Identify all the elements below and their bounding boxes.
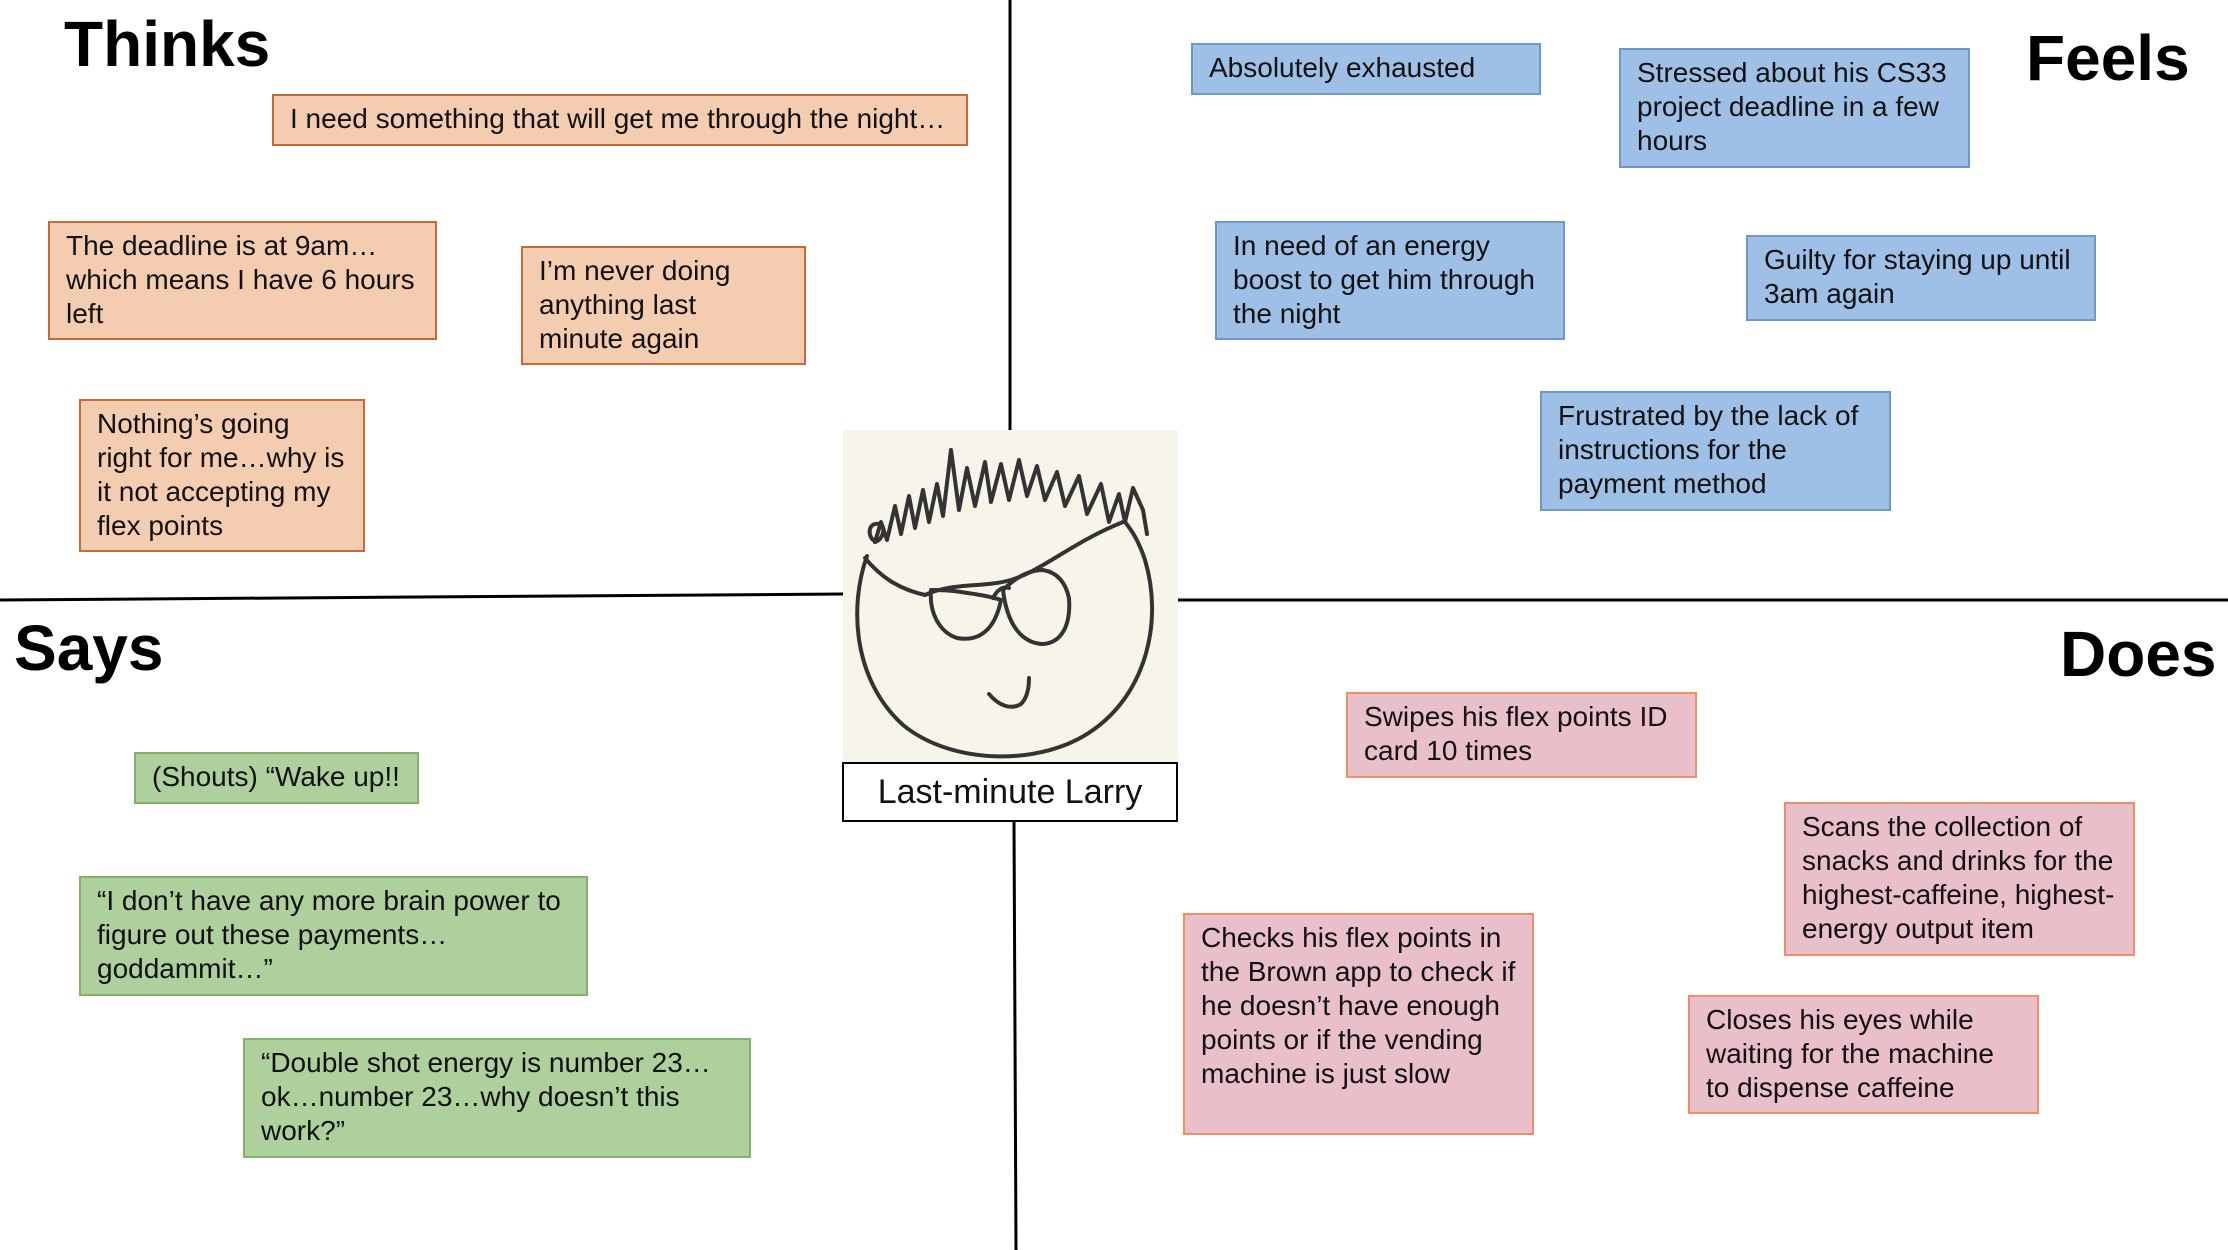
face-outline [855, 520, 1155, 759]
vertical-axis-bottom [1012, 821, 1018, 1250]
hair-curl [867, 521, 886, 544]
fringe-line [863, 520, 1125, 597]
glasses-bridge [991, 585, 1011, 600]
does-note: Checks his flex points in the Brown app … [1183, 913, 1534, 1135]
says-note: “Double shot energy is number 23…ok…numb… [243, 1038, 751, 1158]
feels-note: Frustrated by the lack of instructions f… [1540, 391, 1891, 511]
does-note: Swipes his flex points ID card 10 times [1346, 692, 1697, 778]
says-title: Says [14, 612, 164, 684]
feels-title: Feels [2026, 22, 2190, 94]
does-note: Scans the collection of snacks and drink… [1784, 802, 2135, 956]
feels-note: Absolutely exhausted [1191, 43, 1541, 95]
persona-face-icon [855, 448, 1155, 759]
feels-note: Stressed about his CS33 project deadline… [1619, 48, 1970, 168]
thinks-note: I’m never doing anything last minute aga… [521, 246, 806, 365]
thinks-note: The deadline is at 9am…which means I hav… [48, 221, 437, 340]
horizontal-axis-left [0, 592, 844, 602]
thinks-note: I need something that will get me throug… [272, 94, 968, 146]
persona-name: Last-minute Larry [842, 762, 1178, 822]
feels-note: In need of an energy boost to get him th… [1215, 221, 1565, 340]
says-note: “I don’t have any more brain power to fi… [79, 876, 588, 996]
glasses-right-lens [1001, 568, 1072, 646]
hair-spikes [873, 448, 1149, 544]
smile [987, 676, 1031, 709]
feels-note: Guilty for staying up until 3am again [1746, 235, 2096, 321]
does-note: Closes his eyes while waiting for the ma… [1688, 995, 2039, 1114]
says-note: (Shouts) “Wake up!! [134, 752, 419, 804]
thinks-note: Nothing’s going right for me…why is it n… [79, 399, 365, 552]
glasses-left-lens [928, 588, 1003, 641]
does-title: Does [2060, 618, 2217, 690]
thinks-title: Thinks [64, 8, 271, 80]
